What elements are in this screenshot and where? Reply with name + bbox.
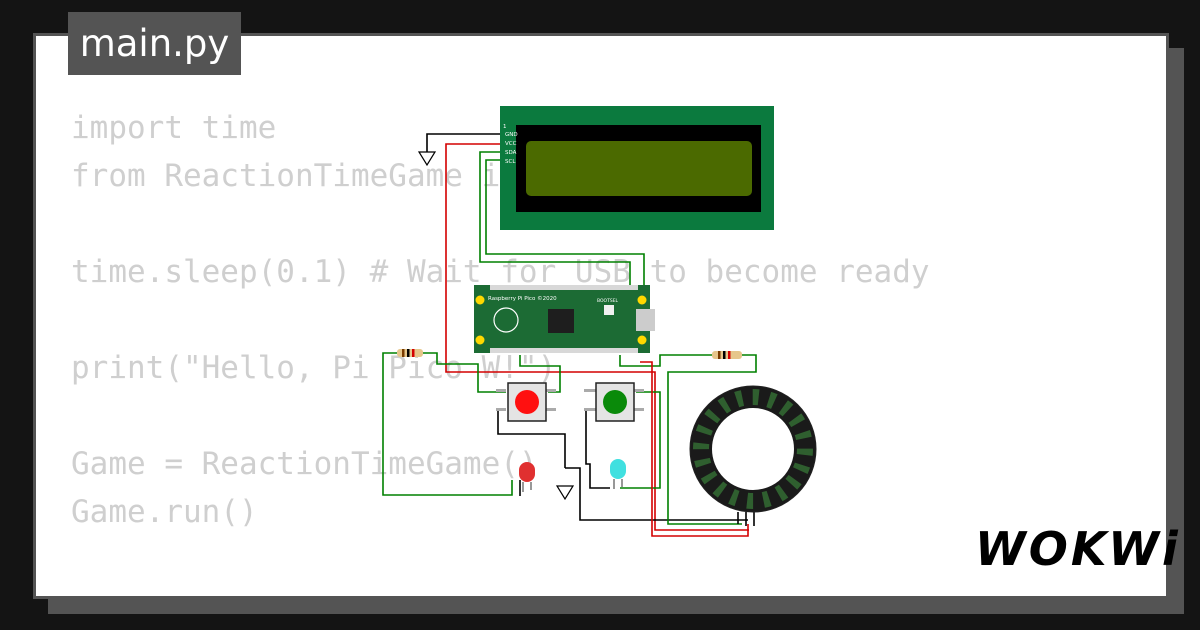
raspberry-logo-icon <box>493 307 519 333</box>
file-tab[interactable]: main.py <box>68 12 241 75</box>
led-red[interactable] <box>519 462 535 492</box>
push-button-green[interactable] <box>584 382 644 422</box>
pico-label: Raspberry Pi Pico ©2020 <box>488 295 557 302</box>
code-line: Game = ReactionTimeGame() <box>71 446 538 482</box>
lcd-display[interactable]: 1 GND VCC SDA SCL <box>500 106 774 230</box>
code-line: Game.run() <box>71 494 258 530</box>
lcd-pin-label: SDA <box>505 150 517 156</box>
led-cyan[interactable] <box>610 459 626 489</box>
code-editor: import time from ReactionTimeGame i time.… <box>71 104 930 536</box>
wokwi-logo: WOKWi <box>975 522 1181 576</box>
lcd-pin-label: SCL <box>505 159 516 165</box>
code-line: from ReactionTimeGame i <box>71 158 501 194</box>
code-line: import time <box>71 110 277 146</box>
ground-symbol <box>417 151 437 167</box>
pico-board[interactable]: Raspberry Pi Pico ©2020 BOOTSEL <box>474 285 655 353</box>
ground-symbol <box>555 485 575 501</box>
svg-text:1: 1 <box>503 124 507 130</box>
lcd-pin-label: GND <box>505 132 518 138</box>
resistor[interactable] <box>397 349 423 357</box>
code-line: print("Hello, Pi Pico W!") <box>71 350 557 386</box>
push-button-red[interactable] <box>496 382 556 422</box>
code-line: time.sleep(0.1) # Wait for USB to become… <box>71 254 930 290</box>
lcd-pin-label: VCC <box>505 141 517 147</box>
resistor[interactable] <box>712 351 742 359</box>
bootsel-label: BOOTSEL <box>597 298 619 304</box>
neopixel-ring[interactable] <box>689 385 817 513</box>
